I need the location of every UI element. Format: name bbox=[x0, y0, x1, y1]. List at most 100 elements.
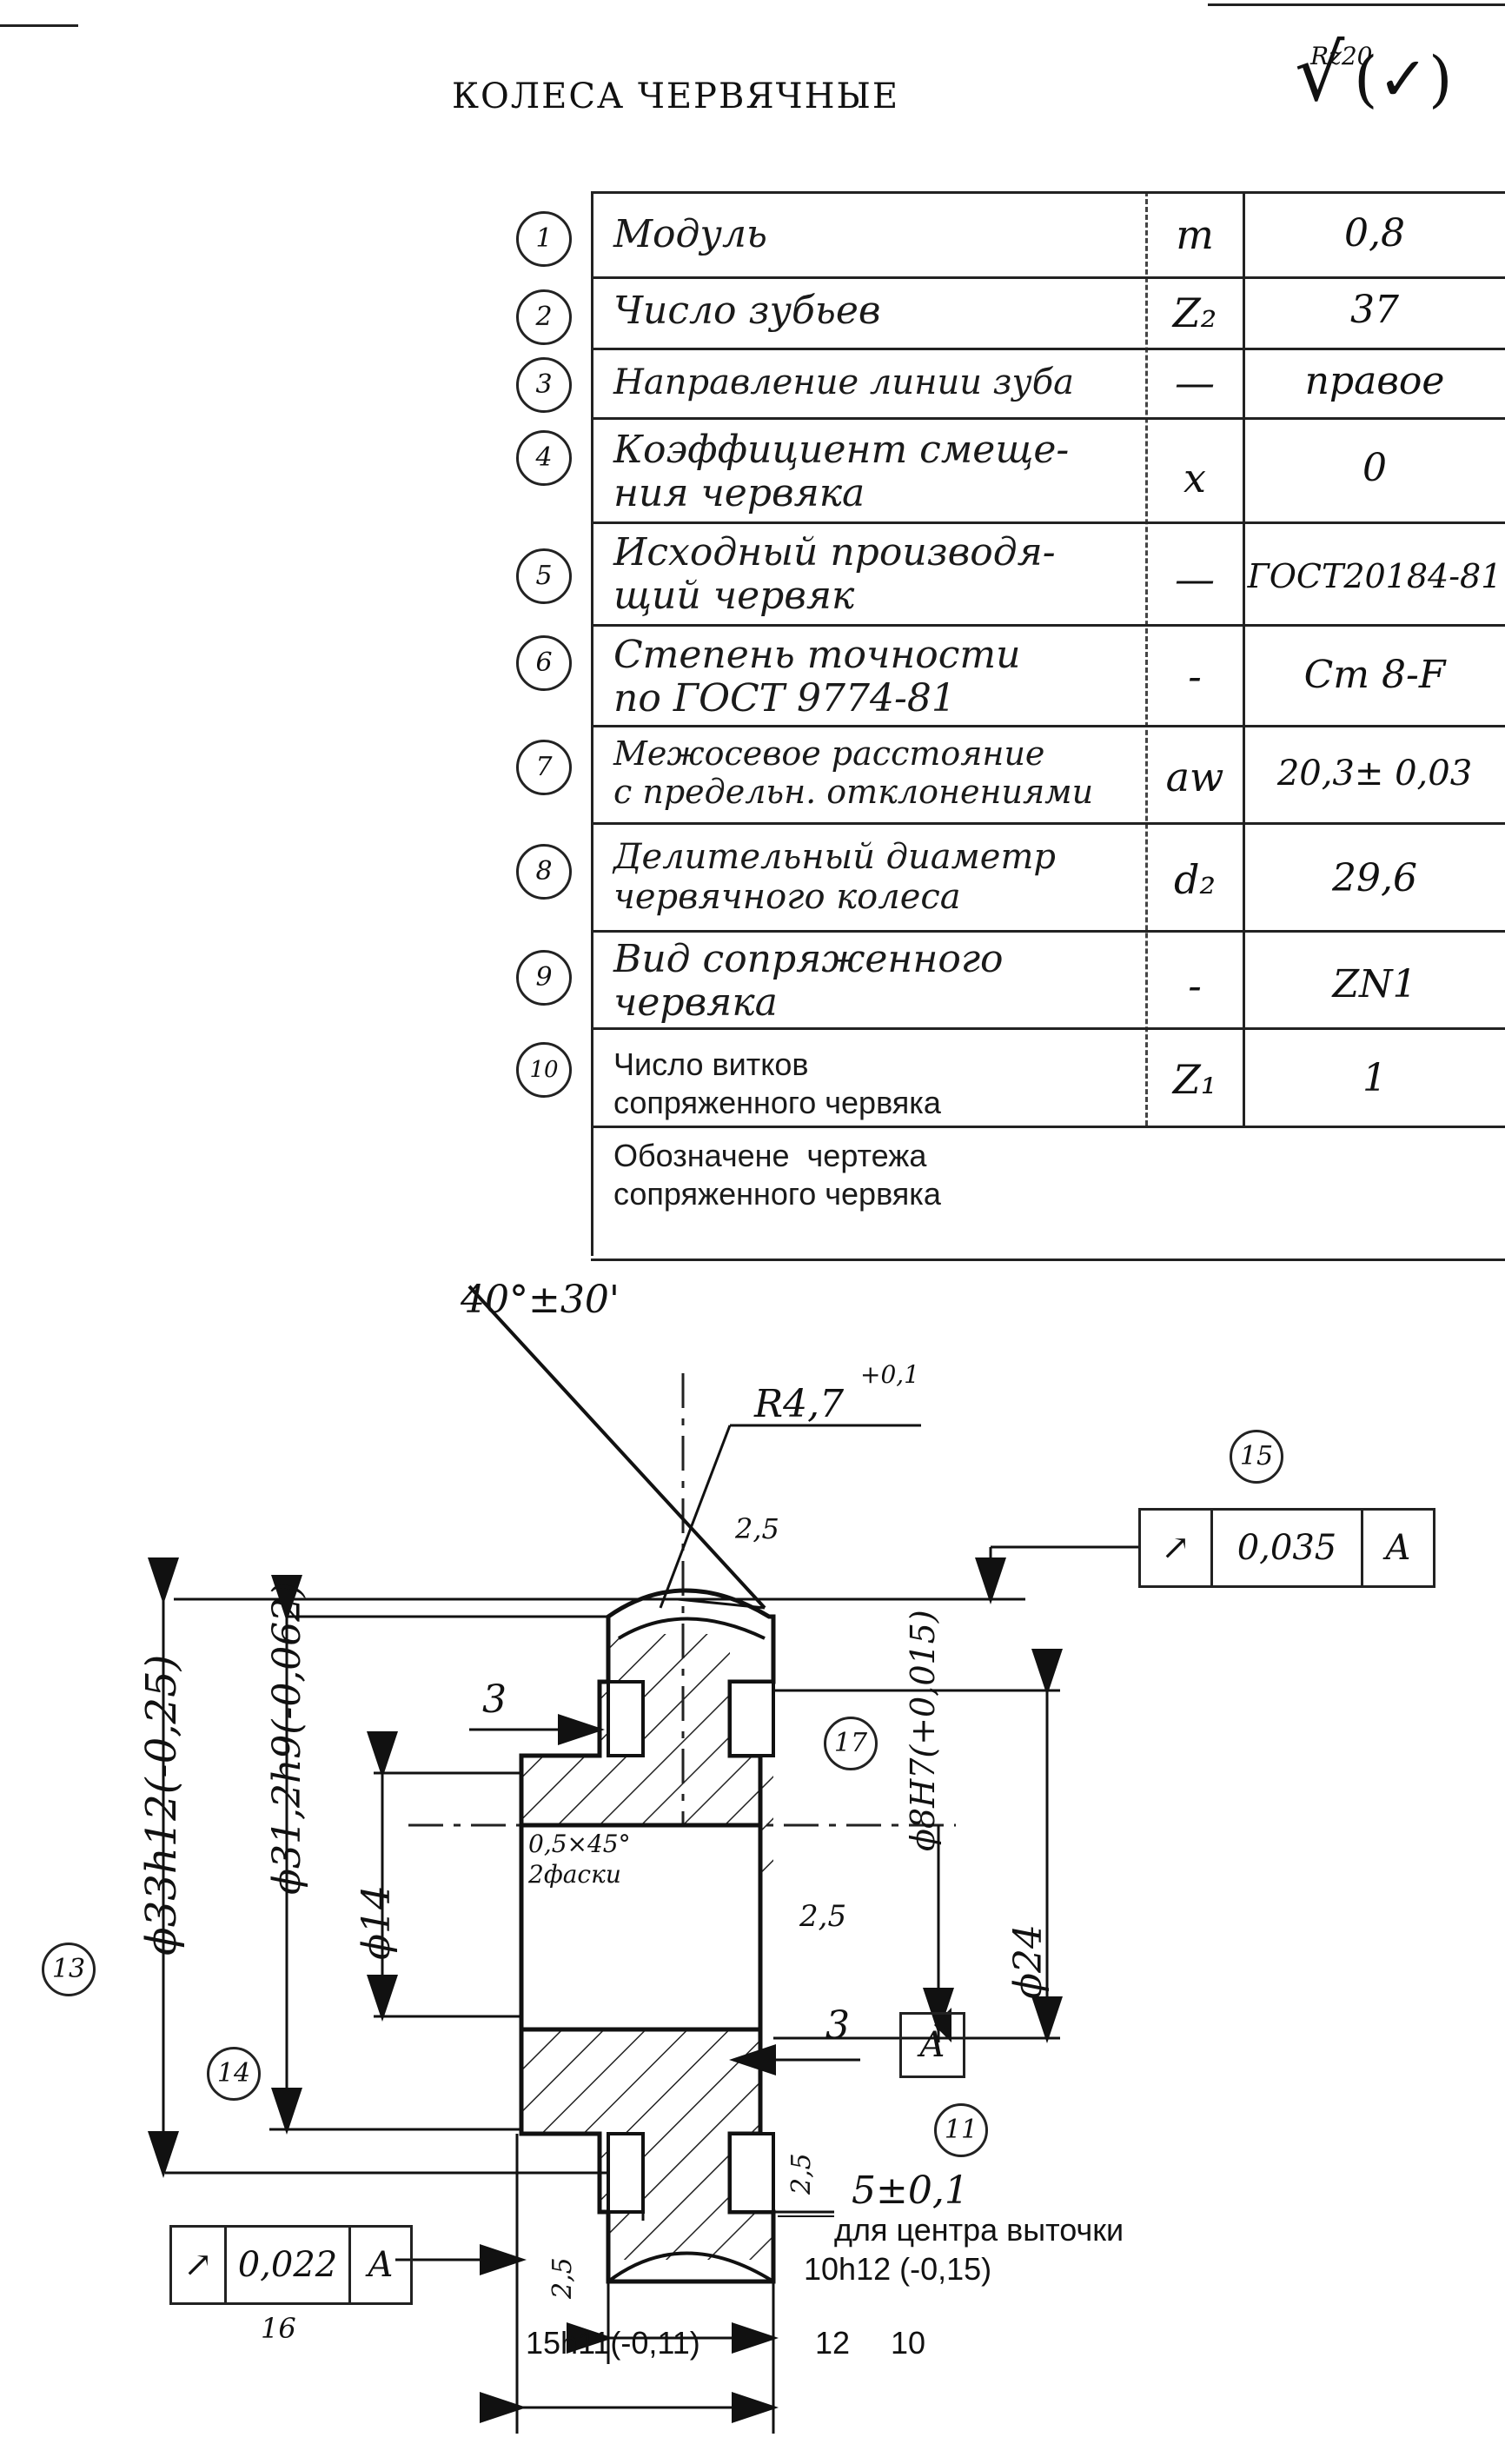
runout-datum: A bbox=[1385, 1528, 1411, 1568]
param-row-1: 1 Модуль m 0,8 bbox=[516, 191, 1505, 279]
row-number: 7 bbox=[516, 740, 572, 795]
recess-width-bottom: 3 bbox=[825, 2003, 850, 2048]
param-name: Межосевое расстояние с предельн. отклоне… bbox=[613, 734, 1094, 811]
row-number: 1 bbox=[516, 211, 572, 267]
param-name: Коэффициент смеще- ния червяка bbox=[613, 428, 1070, 515]
row-number: 4 bbox=[516, 430, 572, 486]
callout-16: 16 bbox=[261, 2312, 296, 2345]
chamfer-count: 2фаски bbox=[528, 1860, 621, 1889]
param-name: Обозначене чертежа сопряженного червяка bbox=[613, 1138, 941, 1212]
callout-11: 11 bbox=[934, 2103, 988, 2157]
roughness-check-icon: √ bbox=[1295, 28, 1345, 119]
row-number: 2 bbox=[516, 289, 572, 345]
runout-icon: ↗ bbox=[172, 2228, 227, 2302]
runout-frame-top: ↗ 0,035 A bbox=[1138, 1508, 1435, 1588]
dim-12: 12 bbox=[815, 2325, 851, 2361]
top-right-rule bbox=[1208, 3, 1505, 6]
param-value: ZN1 bbox=[1332, 962, 1417, 1006]
param-symbol: x bbox=[1183, 455, 1206, 501]
recess-depth-dim: 5±0,1 bbox=[852, 2168, 969, 2213]
row-number: 3 bbox=[516, 357, 572, 413]
row-number: 10 bbox=[516, 1042, 572, 1098]
angle-dim: 40°±30' bbox=[461, 1278, 620, 1322]
runout-value: 0,022 bbox=[227, 2228, 351, 2302]
general-roughness-mark: Rz20 √ (✓) bbox=[1295, 35, 1453, 116]
param-name: Число витков сопряженного червяка bbox=[613, 1046, 941, 1120]
param-row-6: 6 Степень точности по ГОСТ 9774-81 - Ст … bbox=[516, 624, 1505, 727]
hub-diameter-dim: ϕ14 bbox=[355, 1885, 399, 1960]
roughness-2-5-bore: 2,5 bbox=[799, 1899, 847, 1934]
param-symbol: m bbox=[1176, 211, 1214, 258]
param-value: 37 bbox=[1350, 288, 1399, 332]
roughness-value: Rz20 bbox=[1310, 42, 1373, 70]
runout-value: 0,035 bbox=[1213, 1511, 1363, 1585]
roughness-2-5-left: 2,5 bbox=[547, 2257, 578, 2299]
param-symbol: Z₁ bbox=[1172, 1056, 1217, 1103]
param-value: 0,8 bbox=[1344, 211, 1405, 256]
runout-frame-bottom: ↗ 0,022 A bbox=[169, 2225, 413, 2305]
datum-letter: A bbox=[919, 2025, 945, 2065]
roughness-bracket: (✓) bbox=[1354, 43, 1453, 115]
param-row-4: 4 Коэффициент смеще- ния червяка x 0 bbox=[516, 417, 1505, 524]
param-value: Ст 8-F bbox=[1303, 653, 1446, 697]
roughness-2-5-bottom: 2,5 bbox=[786, 2153, 817, 2195]
param-name: Исходный производя- щий червяк bbox=[613, 530, 1056, 618]
param-name: Степень точности по ГОСТ 9774-81 bbox=[613, 633, 1021, 721]
callout-13: 13 bbox=[42, 1943, 96, 1996]
table-left-border bbox=[591, 191, 593, 1256]
radius-tolerance: +0,1 bbox=[860, 1360, 919, 1389]
param-value: 1 bbox=[1362, 1056, 1387, 1100]
chamfer-dim: 0,5×45° bbox=[528, 1830, 631, 1858]
dim-10: 10 bbox=[891, 2325, 926, 2361]
param-name: Направление линии зуба bbox=[613, 362, 1074, 402]
param-row-9: 9 Вид сопряженного червяка - ZN1 bbox=[516, 930, 1505, 1030]
param-row-2: 2 Число зубьев Z₂ 37 bbox=[516, 276, 1505, 350]
param-symbol: d₂ bbox=[1174, 856, 1216, 903]
param-symbol: Z₂ bbox=[1172, 289, 1217, 336]
param-value: 20,3± 0,03 bbox=[1276, 754, 1473, 794]
top-left-rule bbox=[0, 24, 78, 27]
param-value: правое bbox=[1304, 359, 1445, 403]
datum-box: A bbox=[899, 2012, 965, 2078]
param-value: 29,6 bbox=[1332, 856, 1417, 900]
width-15h11: 15h11(-0,11) bbox=[526, 2325, 700, 2361]
radius-dim: R4,7 bbox=[754, 1382, 845, 1426]
param-symbol: - bbox=[1188, 962, 1202, 1009]
row-number: 5 bbox=[516, 548, 572, 604]
param-row-5: 5 Исходный производя- щий червяк — ГОСТ2… bbox=[516, 521, 1505, 627]
param-row-10: 10 Число витков сопряженного червяка Z₁ … bbox=[516, 1027, 1505, 1128]
runout-icon: ↗ bbox=[1141, 1511, 1213, 1585]
param-symbol: aw bbox=[1165, 754, 1224, 800]
param-value: ГОСТ20184-81 bbox=[1247, 557, 1502, 595]
param-row-7: 7 Межосевое расстояние с предельн. откло… bbox=[516, 725, 1505, 825]
pitch-diameter-dim: ϕ31,2h9(-0,062) bbox=[265, 1582, 309, 1895]
param-row-3: 3 Направление линии зуба — правое bbox=[516, 348, 1505, 420]
callout-17: 17 bbox=[824, 1717, 878, 1770]
param-name: Вид сопряженного червяка bbox=[613, 937, 1004, 1025]
runout-datum: A bbox=[368, 2245, 394, 2285]
param-name: Делительный диаметр червячного колеса bbox=[613, 837, 1057, 917]
table-symbol-divider bbox=[1145, 191, 1148, 1126]
param-value: 0 bbox=[1362, 446, 1387, 490]
param-name: Число зубьев bbox=[613, 289, 881, 333]
roughness-2-5-top: 2,5 bbox=[735, 1512, 779, 1545]
recess-diameter-dim: ϕ24 bbox=[1006, 1924, 1051, 1999]
recess-width-top: 3 bbox=[482, 1677, 507, 1722]
table-value-divider bbox=[1243, 191, 1245, 1126]
param-symbol: — bbox=[1175, 359, 1215, 406]
page-title: КОЛЕСА ЧЕРВЯЧНЫЕ bbox=[452, 76, 900, 116]
callout-14: 14 bbox=[207, 2047, 261, 2101]
note-recess-center: для центра выточки bbox=[834, 2212, 1124, 2248]
param-symbol: - bbox=[1188, 653, 1202, 700]
row-number: 9 bbox=[516, 950, 572, 1006]
param-row-8: 8 Делительный диаметр червячного колеса … bbox=[516, 822, 1505, 933]
callout-15: 15 bbox=[1230, 1430, 1283, 1484]
outer-diameter-dim: ϕ33h12(-0,25) bbox=[137, 1654, 186, 1956]
param-symbol: — bbox=[1175, 555, 1215, 602]
param-name: Модуль bbox=[613, 212, 767, 256]
width-10h12: 10h12 (-0,15) bbox=[804, 2251, 992, 2287]
param-row-11: Обозначене чертежа сопряженного червяка bbox=[591, 1126, 1505, 1261]
row-number: 8 bbox=[516, 844, 572, 900]
